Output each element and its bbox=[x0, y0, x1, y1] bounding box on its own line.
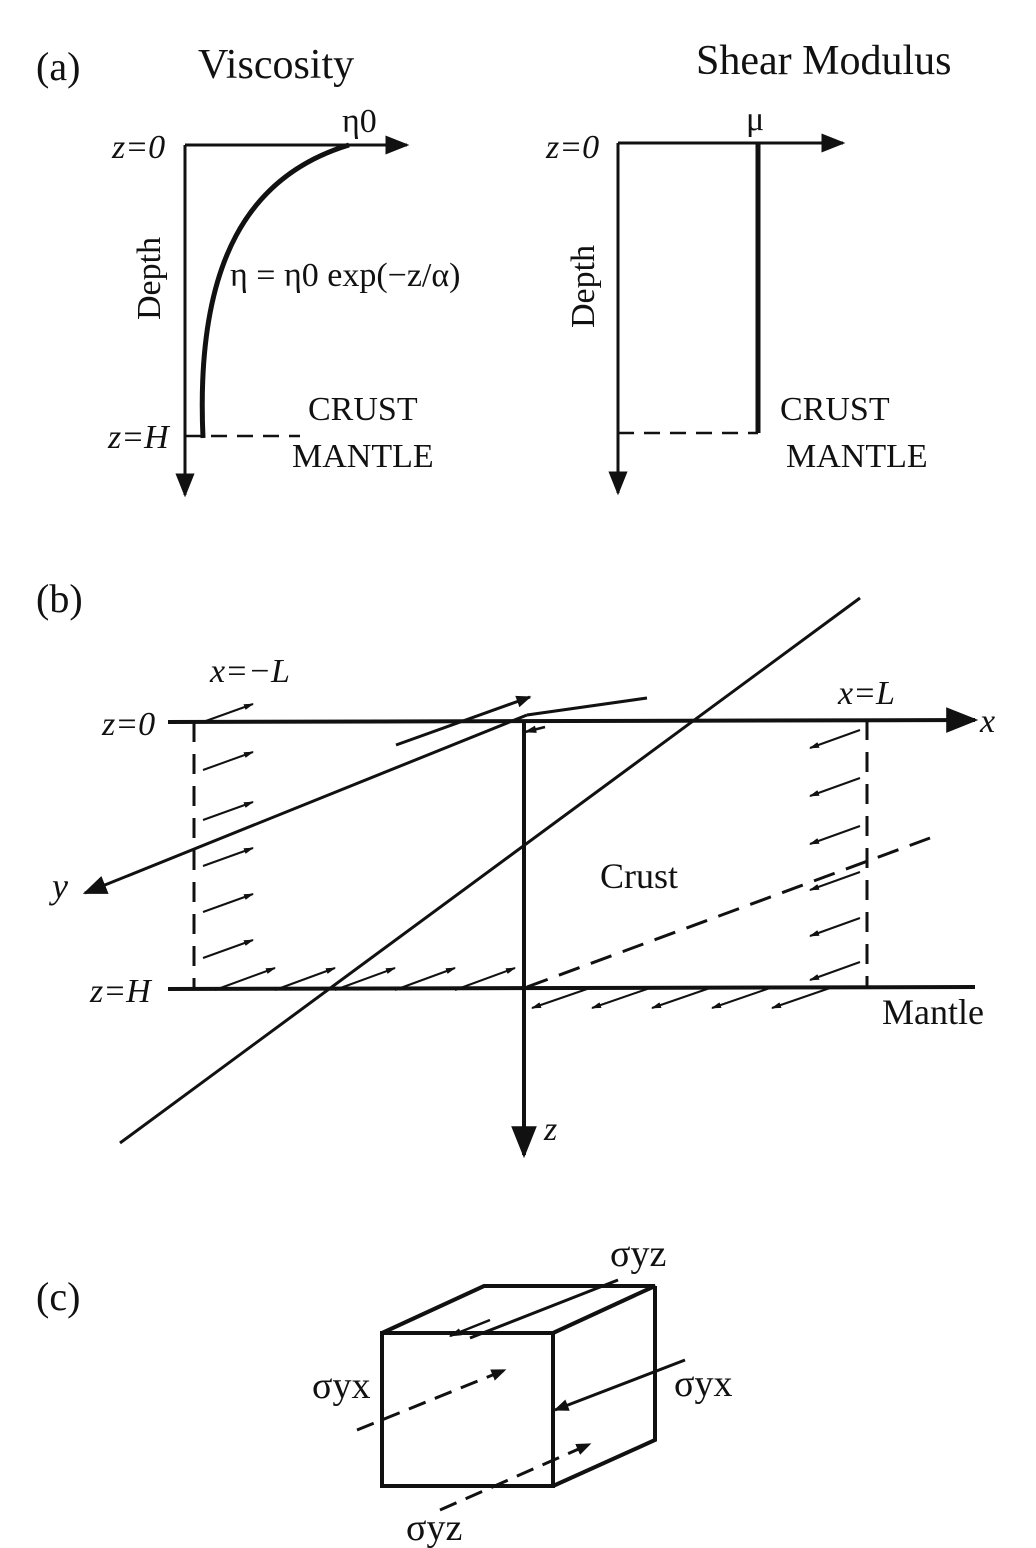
viscosity-depth-label: Depth bbox=[131, 237, 168, 320]
viscosity-plot: Viscosity z=0 z=H η0 Depth η = η0 exp(−z… bbox=[107, 42, 461, 498]
x-axis-label: x bbox=[979, 703, 995, 740]
left-arrow bbox=[202, 939, 254, 959]
surface-z0-label: z=0 bbox=[101, 706, 155, 743]
viscosity-curve bbox=[199, 142, 350, 439]
right-arrow bbox=[809, 961, 861, 981]
viscosity-z0-label: z=0 bbox=[111, 129, 165, 166]
shear-modulus-title: Shear Modulus bbox=[696, 38, 952, 84]
sigma-yz-bottom-label: σyz bbox=[406, 1507, 462, 1548]
viscosity-zH-label: z=H bbox=[107, 419, 171, 456]
right-arrow bbox=[809, 825, 861, 845]
shear-z0-label: z=0 bbox=[545, 129, 599, 166]
shear-crust-label: CRUST bbox=[780, 391, 890, 428]
y-axis-back-segment bbox=[526, 696, 648, 717]
bottom-arrow bbox=[771, 987, 831, 1009]
left-arrow bbox=[202, 751, 254, 771]
z-axis-label: z bbox=[543, 1111, 557, 1148]
panel-c-label: (c) bbox=[36, 1274, 80, 1319]
bottom-arrow bbox=[711, 987, 771, 1009]
bottom-arrow bbox=[214, 967, 276, 991]
sigma-yx-left-label: σyx bbox=[312, 1365, 370, 1407]
shear-depth-label: Depth bbox=[565, 245, 602, 328]
shear-mantle-label: MANTLE bbox=[786, 438, 928, 475]
mantle-label: Mantle bbox=[882, 992, 984, 1032]
panel-a: (a) Viscosity z=0 z=H η0 Depth η = η0 ex… bbox=[36, 38, 952, 498]
y-axis-label: y bbox=[49, 866, 68, 906]
boundary-zH-label: z=H bbox=[89, 973, 153, 1010]
x-axis-surface-line bbox=[167, 707, 979, 733]
fault-plane-back-dashed-line bbox=[526, 836, 931, 989]
stress-cube bbox=[380, 1284, 657, 1488]
sigma-yz-bottom-dashed-arrow bbox=[439, 1442, 592, 1512]
crust-mantle-boundary-line bbox=[167, 985, 976, 991]
crust-label: Crust bbox=[600, 856, 678, 896]
right-boundary-label: x=L bbox=[837, 675, 895, 712]
cube-top-face bbox=[381, 1284, 656, 1335]
bottom-arrow bbox=[274, 967, 336, 991]
bottom-arrow bbox=[651, 987, 711, 1009]
bottom-right-shear-arrows bbox=[531, 987, 831, 1009]
fault-plane-front-line bbox=[119, 596, 861, 1145]
left-boundary-shear-arrows bbox=[202, 703, 254, 959]
bottom-arrow bbox=[591, 987, 651, 1009]
left-arrow bbox=[202, 847, 254, 867]
right-arrow bbox=[809, 777, 861, 797]
sigma-yx-left-dashed-arrow bbox=[356, 1368, 507, 1432]
bottom-arrow bbox=[394, 967, 456, 991]
bottom-arrow bbox=[334, 967, 396, 991]
sigma-yx-right-arrow bbox=[553, 1358, 686, 1412]
cube-front-face bbox=[380, 1331, 555, 1488]
bottom-left-shear-arrows bbox=[214, 967, 516, 991]
sigma-yx-right-label: σyx bbox=[674, 1363, 732, 1405]
right-arrow bbox=[809, 871, 861, 891]
viscosity-equation: η = η0 exp(−z/α) bbox=[230, 257, 461, 294]
surface-shear-arrow-forward bbox=[395, 695, 532, 747]
panel-c: (c) σyz σyx σyx σyz bbox=[36, 1233, 732, 1548]
left-arrow bbox=[202, 801, 254, 821]
sigma-yz-top-arrow bbox=[448, 1318, 491, 1338]
panel-b: (b) bbox=[36, 576, 995, 1159]
right-arrow bbox=[809, 917, 861, 937]
left-arrow bbox=[202, 703, 254, 723]
right-arrow bbox=[809, 729, 861, 749]
viscosity-crust-label: CRUST bbox=[308, 391, 418, 428]
viscosity-title: Viscosity bbox=[198, 42, 354, 88]
sigma-yz-top-line bbox=[469, 1278, 619, 1340]
viscosity-eta0-label: η0 bbox=[342, 103, 377, 140]
left-arrow bbox=[202, 893, 254, 913]
bottom-arrow bbox=[531, 987, 591, 1009]
y-axis bbox=[82, 713, 528, 895]
viscosity-mantle-label: MANTLE bbox=[292, 438, 434, 475]
sigma-yz-top-label: σyz bbox=[610, 1233, 666, 1275]
bottom-arrow bbox=[454, 967, 516, 991]
shear-modulus-plot: Shear Modulus z=0 μ Depth CRUST MANTLE bbox=[545, 38, 952, 496]
shear-mu-label: μ bbox=[746, 101, 764, 138]
surface-shear-arrow-back bbox=[523, 725, 546, 734]
left-boundary-label: x=−L bbox=[209, 653, 290, 690]
right-boundary-shear-arrows bbox=[809, 729, 861, 981]
cube-side-face bbox=[552, 1286, 657, 1488]
panel-a-label: (a) bbox=[36, 44, 80, 89]
panel-b-label: (b) bbox=[36, 576, 83, 621]
